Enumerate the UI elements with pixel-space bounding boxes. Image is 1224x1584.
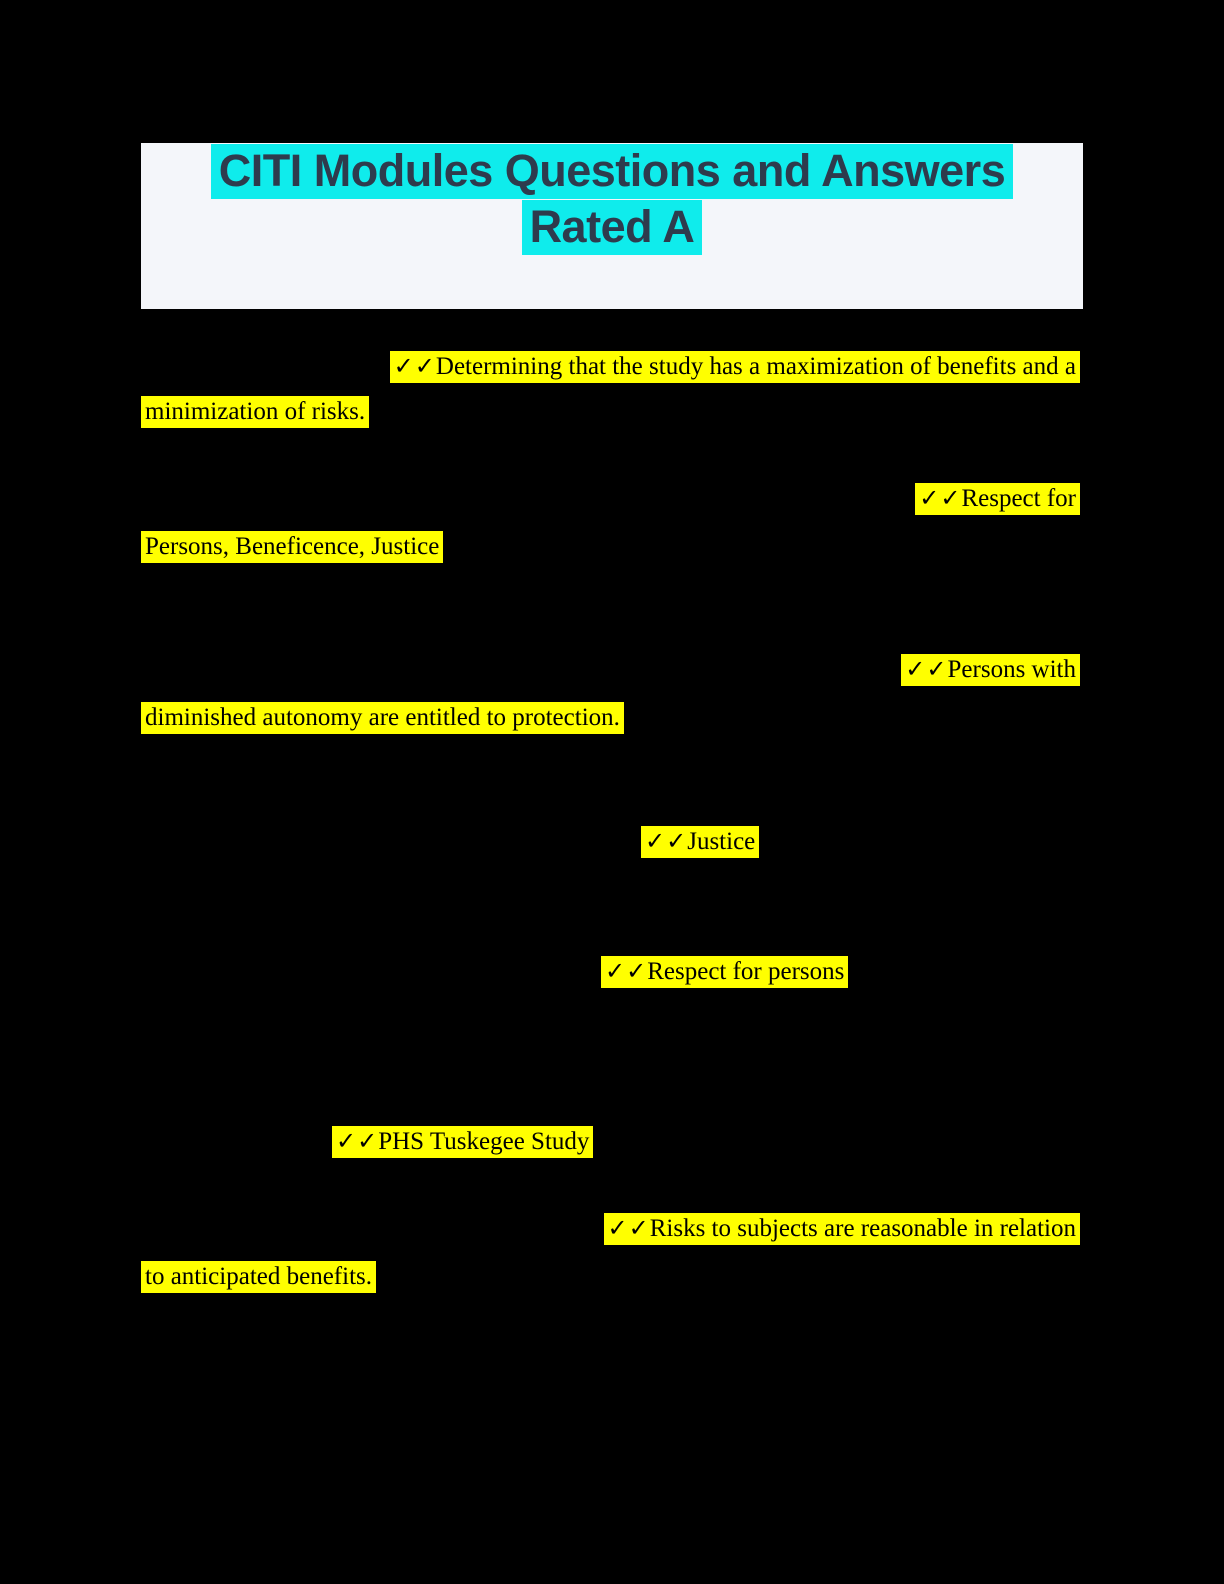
checkmark-icon: ✓✓ xyxy=(605,957,648,985)
answer-text: Persons with xyxy=(947,656,1076,683)
answer-5-line-1: ✓✓Respect for persons xyxy=(601,956,849,988)
checkmark-icon: ✓✓ xyxy=(607,1214,650,1242)
answer-text: Persons, Beneficence, Justice xyxy=(145,533,440,560)
checkmark-icon: ✓✓ xyxy=(645,827,688,855)
answer-text: Respect for xyxy=(961,485,1076,512)
answer-text: diminished autonomy are entitled to prot… xyxy=(145,704,620,731)
page-title-line2: Rated A xyxy=(521,200,703,255)
answer-3-line-2: diminished autonomy are entitled to prot… xyxy=(141,702,624,734)
answer-6-line-1: ✓✓PHS Tuskegee Study xyxy=(332,1126,594,1158)
checkmark-icon: ✓✓ xyxy=(919,484,962,512)
checkmark-icon: ✓✓ xyxy=(393,352,436,380)
answer-text: minimization of risks. xyxy=(145,398,366,425)
answer-1-line-1: ✓✓Determining that the study has a maxim… xyxy=(389,351,1080,383)
answer-3-line-1: ✓✓Persons with xyxy=(901,654,1080,686)
answer-text: to anticipated benefits. xyxy=(145,1263,373,1290)
answer-text: Determining that the study has a maximiz… xyxy=(435,353,1076,380)
title-card: CITI Modules Questions and Answers Rated… xyxy=(141,143,1083,309)
answer-text: PHS Tuskegee Study xyxy=(378,1128,590,1155)
checkmark-icon: ✓✓ xyxy=(905,655,948,683)
checkmark-icon: ✓✓ xyxy=(336,1127,379,1155)
page-title: CITI Modules Questions and Answers Rated… xyxy=(141,143,1083,255)
answer-7-line-2: to anticipated benefits. xyxy=(141,1261,377,1293)
answer-4-line-1: ✓✓Justice xyxy=(641,826,760,858)
page-title-line1: CITI Modules Questions and Answers xyxy=(210,144,1014,199)
answer-text: Risks to subjects are reasonable in rela… xyxy=(649,1215,1076,1242)
answer-text: Justice xyxy=(687,828,756,855)
answer-1-line-2: minimization of risks. xyxy=(141,396,370,428)
answer-2-line-1: ✓✓Respect for xyxy=(915,483,1080,515)
answer-7-line-1: ✓✓Risks to subjects are reasonable in re… xyxy=(603,1213,1080,1245)
answer-2-line-2: Persons, Beneficence, Justice xyxy=(141,531,444,563)
answer-text: Respect for persons xyxy=(647,958,845,985)
